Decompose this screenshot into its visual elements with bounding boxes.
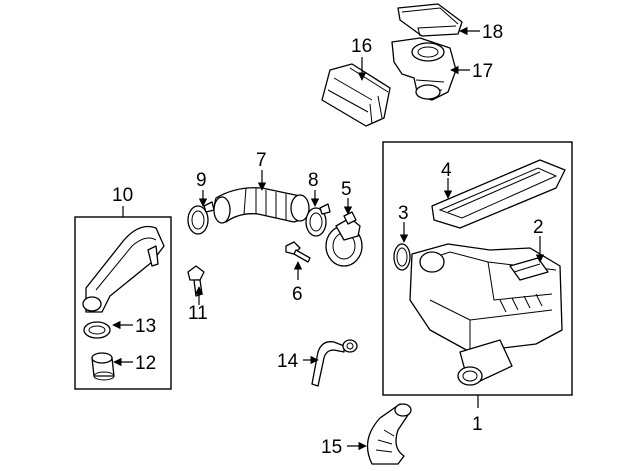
part-3-gasket bbox=[393, 243, 411, 271]
part-12-coupler bbox=[91, 352, 115, 381]
callout-5: 5 bbox=[341, 179, 352, 200]
part-18-cover bbox=[397, 3, 463, 37]
part-11-bolt bbox=[187, 265, 205, 297]
part-7-hose bbox=[213, 187, 310, 224]
part-14-hose bbox=[311, 339, 358, 387]
callout-3: 3 bbox=[398, 203, 409, 224]
callout-16: 16 bbox=[351, 36, 372, 57]
part-10-inlet-tube bbox=[82, 225, 165, 313]
callout-17: 17 bbox=[472, 61, 493, 82]
callout-4: 4 bbox=[441, 160, 452, 181]
part-16-duct bbox=[321, 63, 391, 127]
callout-12: 12 bbox=[135, 353, 156, 374]
part-6-bolt bbox=[285, 241, 311, 263]
callout-13: 13 bbox=[135, 316, 156, 337]
callout-10: 10 bbox=[112, 185, 133, 206]
part-13-ring bbox=[83, 321, 111, 339]
callout-11: 11 bbox=[188, 303, 208, 324]
callout-9: 9 bbox=[196, 170, 207, 191]
callout-8: 8 bbox=[308, 170, 319, 191]
callout-7: 7 bbox=[256, 150, 267, 171]
part-15-elbow bbox=[366, 403, 412, 465]
part-9-clamp bbox=[187, 201, 215, 235]
callout-1: 1 bbox=[472, 414, 483, 435]
part-8-clamp bbox=[305, 203, 331, 237]
callout-6: 6 bbox=[292, 284, 303, 305]
callout-2: 2 bbox=[533, 217, 544, 238]
part-17-housing bbox=[391, 37, 457, 101]
part-4-filter bbox=[431, 159, 566, 229]
part-2-sensor bbox=[509, 257, 549, 281]
callout-15: 15 bbox=[321, 437, 342, 458]
callout-18: 18 bbox=[482, 22, 503, 43]
part-5-sensor bbox=[325, 211, 363, 267]
callout-14: 14 bbox=[277, 351, 299, 372]
